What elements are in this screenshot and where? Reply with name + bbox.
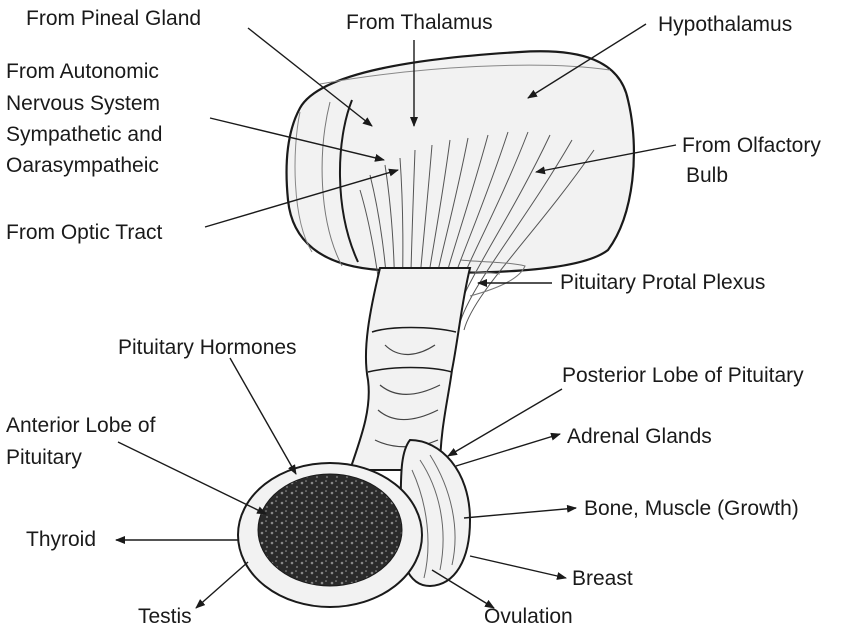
label-hormones: Pituitary Hormones: [118, 335, 297, 361]
label-optic: From Optic Tract: [6, 220, 162, 246]
label-hypothalamus: Hypothalamus: [658, 12, 792, 38]
label-thalamus: From Thalamus: [346, 10, 493, 36]
label-ovulation: Ovulation: [484, 604, 573, 630]
label-adrenal: Adrenal Glands: [567, 424, 712, 450]
label-breast: Breast: [572, 566, 633, 592]
label-thyroid: Thyroid: [26, 527, 96, 553]
hypothalamus-shape: [287, 51, 634, 272]
label-anterior-1: Anterior Lobe of: [6, 413, 155, 439]
label-bone: Bone, Muscle (Growth): [584, 496, 799, 522]
label-portal: Pituitary Protal Plexus: [560, 270, 765, 296]
label-autonomic-2: Nervous System: [6, 91, 160, 117]
label-testis: Testis: [138, 604, 192, 630]
anterior-lobe: [238, 463, 422, 607]
label-autonomic-4: Oarasympatheic: [6, 153, 159, 179]
label-olfactory-1: From Olfactory: [682, 133, 821, 159]
label-olfactory-2: Bulb: [686, 163, 728, 189]
label-pineal: From Pineal Gland: [26, 6, 201, 32]
label-autonomic-3: Sympathetic and: [6, 122, 162, 148]
label-anterior-2: Pituitary: [6, 445, 82, 471]
label-posterior: Posterior Lobe of Pituitary: [562, 363, 804, 389]
label-autonomic-1: From Autonomic: [6, 59, 159, 85]
